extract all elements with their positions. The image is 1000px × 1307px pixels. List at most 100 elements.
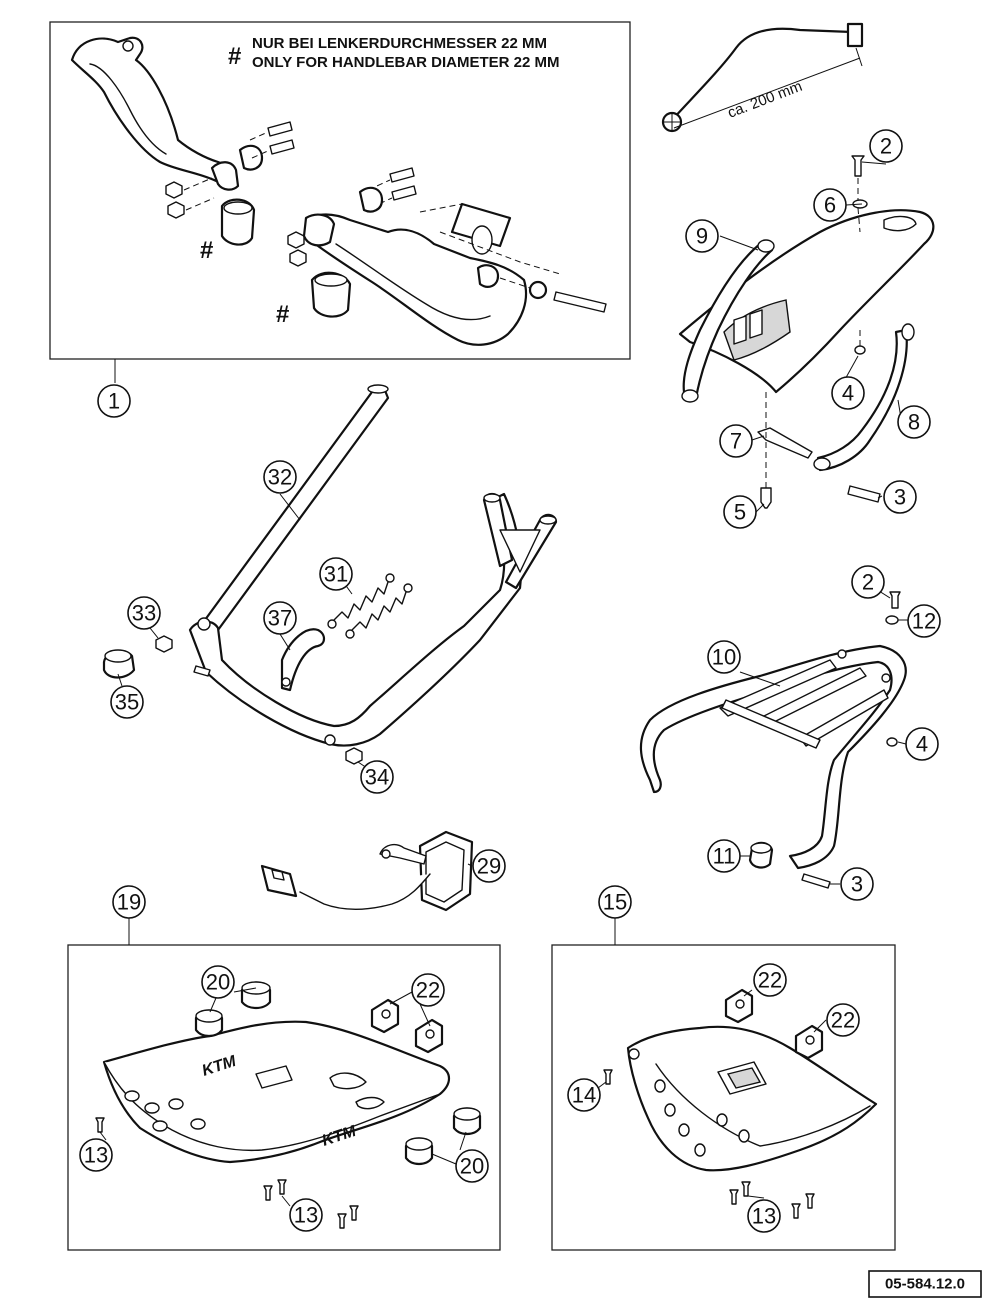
callout-13-plate15: 13	[747, 1199, 781, 1233]
svg-text:4: 4	[842, 381, 854, 406]
callout-29: 29	[472, 849, 506, 883]
rack-bolt	[801, 873, 831, 889]
skid-plate-small-inner	[655, 1063, 871, 1147]
callout-13-left: 13	[79, 1138, 113, 1172]
left-nut-2	[167, 201, 185, 219]
note-german: NUR BEI LENKERDURCHMESSER 22 MM	[252, 35, 547, 52]
right-clamp-ring	[358, 186, 384, 213]
rod-end-cap	[846, 22, 864, 48]
document-number-box	[868, 1270, 982, 1298]
callout-8: 8	[897, 405, 931, 439]
svg-text:12: 12	[912, 609, 936, 634]
callout-6: 6	[813, 188, 847, 222]
callout-13-plate19: 13	[289, 1198, 323, 1232]
svg-text:37: 37	[268, 606, 292, 631]
callout-2-fender: 2	[869, 129, 903, 163]
svg-text:22: 22	[831, 1008, 855, 1033]
skid-screw-15-4	[805, 1193, 815, 1209]
skid-screw-bottom-2	[277, 1179, 287, 1195]
bottom-screw	[760, 487, 772, 509]
callout-4-fender: 4	[831, 376, 865, 410]
skid-screw-15-1	[729, 1189, 739, 1205]
callout-10: 10	[707, 640, 741, 674]
callout-33: 33	[127, 596, 161, 630]
leader-lines	[99, 161, 910, 1207]
svg-text:6: 6	[824, 193, 836, 218]
hash-mark-right: #	[276, 301, 289, 328]
svg-text:20: 20	[206, 970, 230, 995]
skid-plate-15-assembly	[603, 988, 878, 1219]
svg-text:4: 4	[916, 732, 928, 757]
document-number: 05-584.12.0	[885, 1276, 965, 1293]
svg-text:35: 35	[115, 690, 139, 715]
luggage-rack-assembly	[639, 591, 907, 889]
callout-3-fender: 3	[883, 480, 917, 514]
svg-text:2: 2	[880, 134, 892, 159]
svg-text:13: 13	[752, 1204, 776, 1229]
svg-text:7: 7	[730, 429, 742, 454]
callout-7: 7	[719, 424, 753, 458]
end-bolt	[553, 291, 607, 313]
svg-text:15: 15	[603, 890, 627, 915]
svg-text:29: 29	[477, 854, 501, 879]
svg-text:13: 13	[294, 1203, 318, 1228]
callout-12: 12	[907, 604, 941, 638]
note-english: ONLY FOR HANDLEBAR DIAMETER 22 MM	[252, 54, 560, 71]
left-clamp-ring	[238, 144, 264, 171]
svg-text:31: 31	[324, 562, 348, 587]
callout-4-rack: 4	[905, 727, 939, 761]
rack-cross	[721, 699, 821, 749]
callout-2-rack: 2	[851, 565, 885, 599]
svg-text:20: 20	[460, 1154, 484, 1179]
callout-1: 1	[97, 384, 131, 418]
stand-nut-left	[155, 635, 173, 653]
skid-plate-15-frame	[551, 944, 896, 1251]
right-handguard-inner	[335, 243, 491, 321]
callout-22-plate19: 22	[411, 973, 445, 1007]
svg-text:3: 3	[894, 485, 906, 510]
bent-rod	[670, 27, 854, 122]
tail-light-assembly	[260, 830, 474, 912]
callout-20-bottom: 20	[455, 1149, 489, 1183]
top-screw	[851, 155, 865, 177]
stand-springs	[327, 573, 413, 639]
svg-text:34: 34	[365, 765, 389, 790]
measure-line	[673, 57, 861, 129]
svg-text:2: 2	[862, 570, 874, 595]
svg-text:13: 13	[84, 1143, 108, 1168]
callout-5: 5	[723, 495, 757, 529]
handguard-assembly: # # # NUR BEI LENKERDUR	[70, 35, 607, 346]
callout-9: 9	[685, 219, 719, 253]
skid-plate-large-slot	[255, 1065, 293, 1089]
svg-text:22: 22	[416, 978, 440, 1003]
luggage-rack	[639, 644, 907, 870]
callout-37: 37	[263, 601, 297, 635]
grab-handle-detail: ca. 200 mm	[661, 22, 864, 133]
svg-text:22: 22	[758, 968, 782, 993]
skid-plate-19-frame	[67, 944, 501, 1251]
skid-screw-left	[95, 1117, 105, 1133]
skid-screw-14	[603, 1069, 613, 1085]
rack-washer	[885, 615, 899, 625]
skid-screw-15-3	[791, 1203, 801, 1219]
callout-19: 19	[112, 885, 146, 919]
stand-bracket	[280, 628, 326, 692]
center-stand-assembly	[102, 384, 558, 765]
skid-screw-bottom-3	[337, 1213, 347, 1229]
handlebar-end	[450, 202, 512, 248]
callout-11: 11	[707, 839, 741, 873]
left-nut-1	[165, 181, 183, 199]
rack-screw	[889, 591, 901, 609]
callout-3-rack: 3	[840, 867, 874, 901]
callout-22-plate15-right: 22	[826, 1003, 860, 1037]
hash-mark-left: #	[200, 237, 213, 264]
stand-nut-right	[345, 747, 363, 765]
right-nut-1	[287, 231, 305, 249]
svg-text:3: 3	[851, 872, 863, 897]
left-handguard-inner	[89, 63, 167, 155]
svg-text:9: 9	[696, 224, 708, 249]
callout-20-top: 20	[201, 965, 235, 999]
callout-35: 35	[110, 685, 144, 719]
callout-22-plate15-top: 22	[753, 963, 787, 997]
left-clamp	[210, 161, 240, 191]
